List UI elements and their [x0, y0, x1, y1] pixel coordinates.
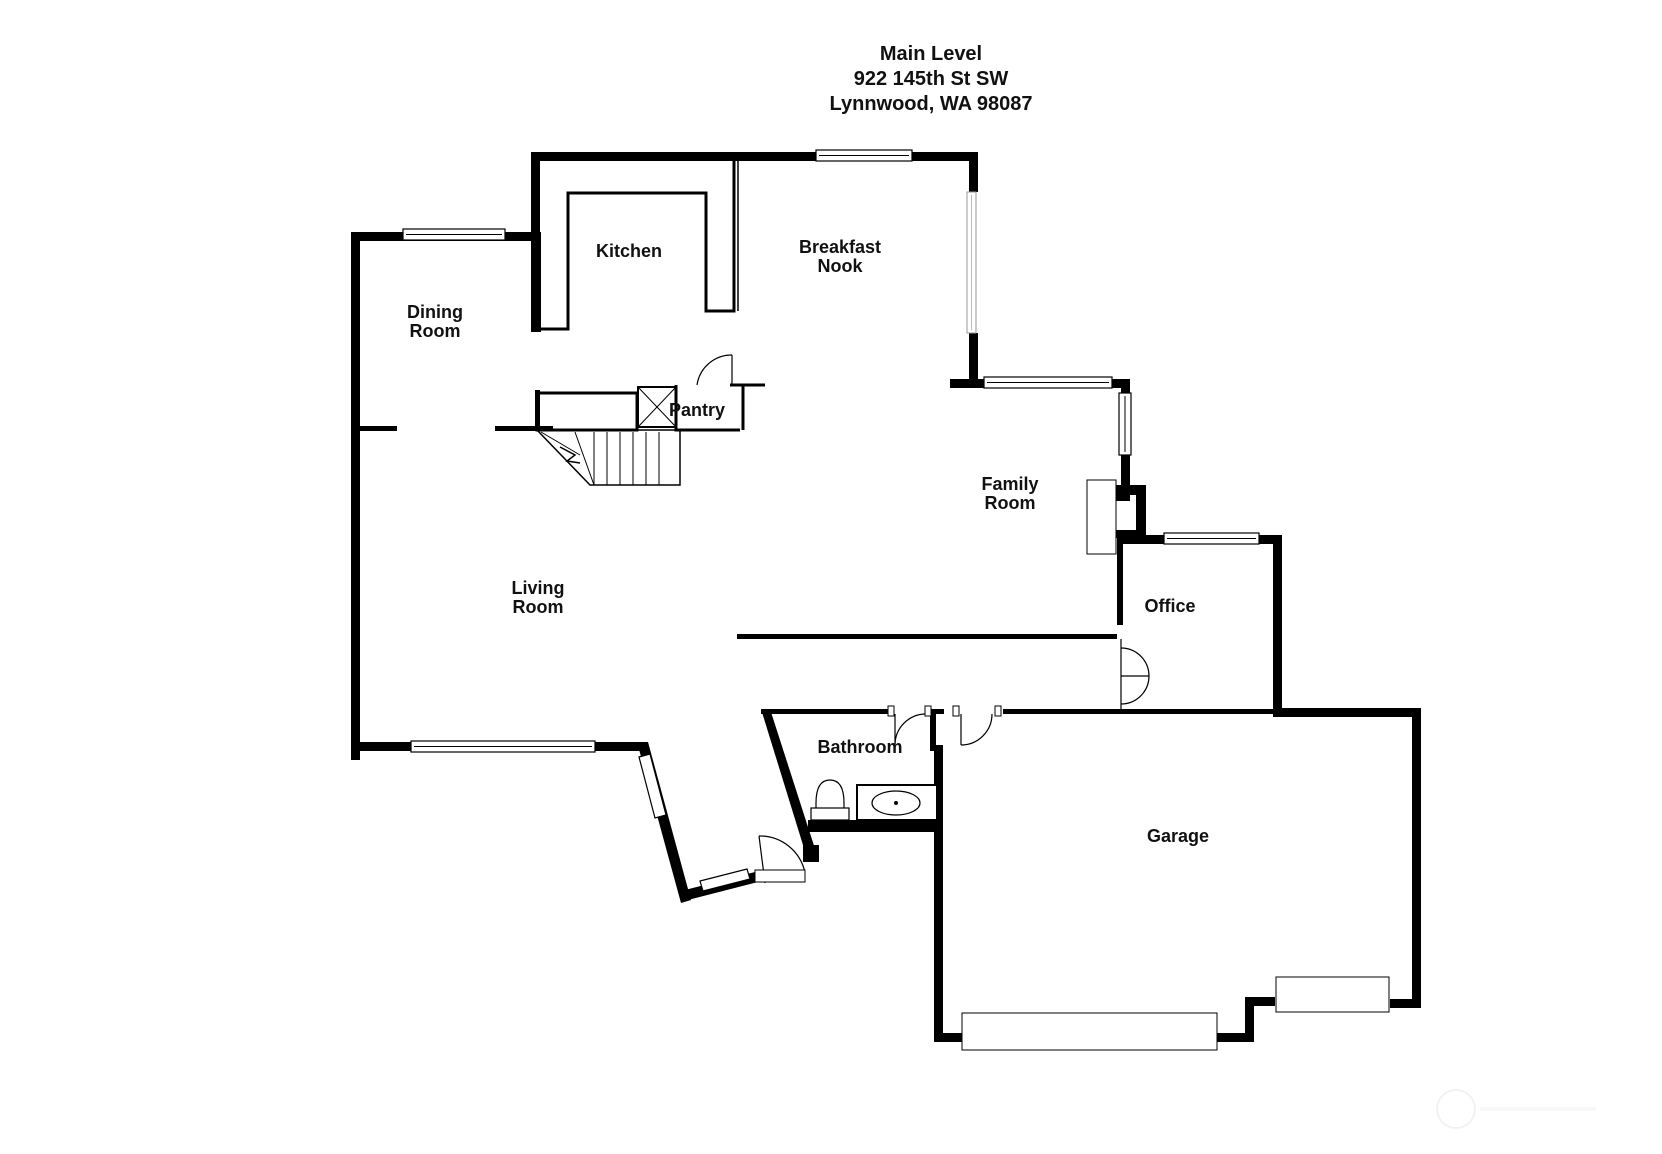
garage-south-east	[1390, 999, 1421, 1008]
bath-south-wall	[808, 820, 943, 832]
kitchen-step-wall	[531, 152, 540, 241]
fireplace-east	[1136, 485, 1146, 537]
toilet-icon	[810, 779, 850, 821]
nook-east-wall-top	[969, 152, 978, 192]
window-nook-east	[966, 191, 977, 334]
entry-threshold	[754, 869, 806, 883]
bath-north-wall	[761, 709, 888, 714]
garage-jog-bottom	[1214, 1033, 1254, 1042]
plan-header: Main Level 922 145th St SW Lynnwood, WA …	[731, 42, 1131, 117]
window-bay-south	[699, 868, 751, 892]
dining-stub-wall	[356, 426, 397, 431]
windows	[402, 149, 1390, 1051]
window-office	[1163, 532, 1260, 545]
stair-run	[535, 429, 681, 486]
nook-east-wall-bottom	[969, 333, 978, 387]
window-dining	[402, 228, 506, 241]
closet-x-2	[637, 386, 677, 428]
fireplace-hearth	[1086, 479, 1117, 555]
window-living-south	[410, 740, 596, 753]
north-wall	[531, 152, 978, 161]
breakfast-nook-label-2: Nook	[818, 256, 864, 276]
room-labels: Kitchen Breakfast Nook Dining Room Pantr…	[407, 237, 1209, 846]
office-door-swing-2	[1120, 675, 1150, 705]
office-door-swing-1	[1120, 647, 1150, 677]
window-nook-north	[815, 149, 913, 162]
pantry-label: Pantry	[669, 400, 725, 420]
office-west-wall	[1117, 535, 1123, 625]
family-room-label-2: Room	[985, 493, 1036, 513]
stairs-and-pantry	[535, 354, 765, 486]
doors	[754, 639, 1150, 884]
kitchen-counter-outline	[540, 161, 736, 331]
garage-north-wall-east	[1273, 708, 1421, 717]
stairs-arrow-icon	[559, 446, 581, 464]
address-line-1: 922 145th St SW	[853, 68, 1009, 90]
garage-west-wall	[934, 820, 943, 1042]
kitchen-counters	[540, 161, 739, 331]
kitchen-west-return	[531, 232, 541, 332]
fireplace-bottom	[1114, 530, 1146, 538]
stair-winder-2	[574, 431, 595, 486]
garage-south-west	[934, 1033, 964, 1042]
bath-east-wall	[934, 745, 943, 830]
garage-north-wall	[1003, 709, 1275, 714]
pantry-door-swing	[696, 354, 733, 386]
dining-room-label-2: Room	[410, 321, 461, 341]
dining-room-label-1: Dining	[407, 302, 463, 322]
living-room-label-2: Room	[513, 597, 564, 617]
landing-box	[535, 391, 639, 432]
bath-door-swing	[894, 713, 927, 746]
window-family-north	[983, 376, 1113, 389]
garage-door-west	[961, 1012, 1218, 1051]
sink-icon	[856, 784, 938, 821]
garage-door-swing	[960, 713, 993, 746]
bath-fixtures	[810, 779, 938, 821]
stair-winder-1	[540, 431, 581, 456]
living-family-divider	[737, 634, 1117, 639]
window-bay-angled	[638, 753, 667, 819]
breakfast-nook-label-1: Breakfast	[799, 237, 881, 257]
garage-jog-vertical	[1245, 997, 1254, 1042]
bath-west-angled-wall	[761, 709, 817, 858]
fireplace-mid	[1116, 495, 1130, 501]
watermark-icon	[1436, 1089, 1596, 1129]
family-room-label-1: Family	[981, 474, 1038, 494]
garage-door-east	[1275, 976, 1390, 1013]
level-title: Main Level	[879, 43, 983, 65]
garage-east-wall	[1412, 708, 1421, 1008]
address-line-2: Lynnwood, WA 98087	[829, 93, 1033, 115]
stair-stub-wall	[495, 426, 553, 431]
window-family-east	[1118, 392, 1132, 456]
office-label: Office	[1144, 596, 1195, 616]
garage-door-jamb	[934, 709, 944, 714]
living-room-label-1: Living	[512, 578, 565, 598]
bathroom-label: Bathroom	[818, 737, 903, 757]
entry-door-swing	[758, 835, 806, 874]
west-wall	[351, 232, 360, 760]
fireplace-notch	[1116, 485, 1146, 495]
bath-corner	[803, 845, 819, 862]
garage-label: Garage	[1147, 826, 1209, 846]
bath-garage-partition	[930, 709, 936, 751]
kitchen-label: Kitchen	[596, 241, 662, 261]
garage-jog-top	[1245, 997, 1275, 1006]
office-east-wall	[1273, 535, 1282, 717]
